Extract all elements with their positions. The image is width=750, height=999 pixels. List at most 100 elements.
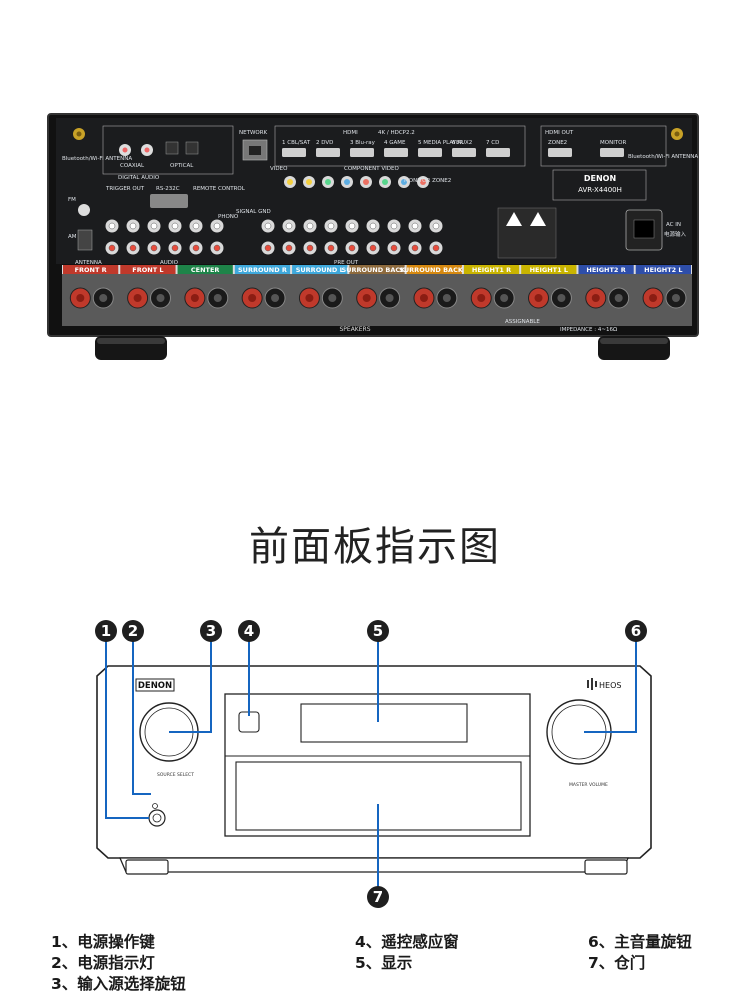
audio-jack-center [129,222,137,230]
speakers-label: SPEAKERS [339,326,370,333]
audio-jack-center [348,244,356,252]
audio-jack-center [264,222,272,230]
rear-brand: DENON [584,174,616,183]
bt-antenna-left-icon [73,128,85,140]
speaker-channel-label: SURROUND BACK L [399,266,469,274]
marker-5-number: 5 [373,622,383,640]
ac-inlet-socket [633,219,655,239]
speaker-terminal-red-center [477,294,486,302]
hdmi-port [486,148,510,157]
marker-3: 3 [200,620,222,642]
speaker-terminal-red-center [534,294,543,302]
audio-jack-center [285,244,293,252]
speaker-terminal-black-center [385,294,394,302]
front-panel-illustration: DENON HEOS SOURCE SELECT MASTER VOLUME 1… [95,620,652,908]
marker-2-number: 2 [128,622,138,640]
power-button[interactable] [148,809,166,827]
callout-line-3 [169,631,212,733]
rca-jack-center [401,179,407,185]
speaker-terminal-black-center [213,294,222,302]
legend-item-6: 6、主音量旋钮 [588,933,692,951]
callout-line-1 [105,631,149,819]
fm-label: FM [68,197,76,203]
hdmi-out-port [600,148,624,157]
marker-3-number: 3 [206,622,216,640]
coaxial-jacks [119,141,199,156]
audio-jack-center [411,244,419,252]
speaker-channel-tag [635,265,691,274]
display-window [300,703,468,743]
warning-triangle-icon [506,212,522,226]
assignable-label: ASSIGNABLE [505,319,540,325]
audio-jack-center [411,222,419,230]
speaker-channel-tag [406,265,462,274]
marker-7: 7 [367,886,389,908]
brand-plate [552,169,647,201]
rca-jack-center [363,179,369,185]
hdmi-output-label: MONITOR [600,140,626,146]
speaker-terminal-black-center [500,294,509,302]
am-label: AM [68,234,77,240]
audio-jack-center [171,222,179,230]
audio-jack-center [306,222,314,230]
legend-item-7: 7、仓门 [588,954,646,972]
front-foot-right [584,859,628,875]
speaker-channel-tag [292,265,348,274]
rca-jack-center [306,179,312,185]
audio-jack-center [348,222,356,230]
digital-audio-label: DIGITAL AUDIO [118,175,160,181]
callout-line-2 [132,631,151,795]
phono-label: PHONO [218,214,239,220]
marker-4-number: 4 [244,622,254,640]
audio-jack-center [369,244,377,252]
warning-label [497,207,557,259]
audio-jack-center [192,222,200,230]
audio-jack-center [171,244,179,252]
audio-jack-center [306,244,314,252]
legend-item-2: 2、电源指示灯 [51,954,155,972]
speaker-terminal-red-center [591,294,600,302]
heos-label: HEOS [599,681,621,690]
hdmi-input-label: 4 GAME [384,140,406,146]
speaker-terminal-black-center [99,294,108,302]
rca-jack-center [382,179,388,185]
audio-label: AUDIO [160,260,179,266]
hdmi-input-label: 3 Blu-ray [350,140,376,146]
ethernet-port-inner [249,146,261,155]
speaker-channel-label: SURROUND R [238,266,287,274]
audio-jack-center [213,244,221,252]
rca-jack-center [420,179,426,185]
hdmi-out-port [548,148,572,157]
speaker-channel-label: FRONT L [132,266,163,274]
bt-antenna-left-label: Bluetooth/Wi-Fi ANTENNA [62,156,132,162]
front-foot-left [125,859,169,875]
rear-model: AVR-X4400H [578,186,622,194]
rca-jack-center [325,179,331,185]
component-label: COMPONENT VIDEO [344,166,399,172]
speaker-terminal-black-center [671,294,680,302]
legend-item-4: 4、遥控感应窗 [355,933,459,951]
hdmi-input-label: 6 AUX2 [452,140,472,146]
optical-label: OPTICAL [170,163,194,169]
marker-5: 5 [367,620,389,642]
speaker-terminal-red-center [649,294,658,302]
warning-triangle-icon-2 [530,212,546,226]
speaker-channel-tag [234,265,291,274]
am-terminal-icon [77,229,93,251]
hdmi-port [350,148,374,157]
speaker-channel-tag [521,265,577,274]
hdmi-input-label: 5 MEDIA PLAYER [418,140,464,146]
speaker-channel-label: SURROUND L [296,266,344,274]
hdmi-out-label: HDMI OUT [545,130,574,136]
hdcp-label: 4K / HDCP2.2 [378,130,415,136]
callout-lines [105,631,637,888]
audio-jack-center [150,244,158,252]
speaker-terminal-black-center [328,294,337,302]
marker-6-number: 6 [631,622,641,640]
rear-panel-illustration: Bluetooth/Wi-Fi ANTENNA Bluetooth/Wi-Fi … [47,113,699,360]
fm-jack-icon [78,204,90,216]
speaker-terminal-red-center [419,294,428,302]
speaker-channel-label: SURROUND BACK R [342,266,413,274]
monitor-zone2-label: MONITOR ZONE2 [404,178,451,184]
